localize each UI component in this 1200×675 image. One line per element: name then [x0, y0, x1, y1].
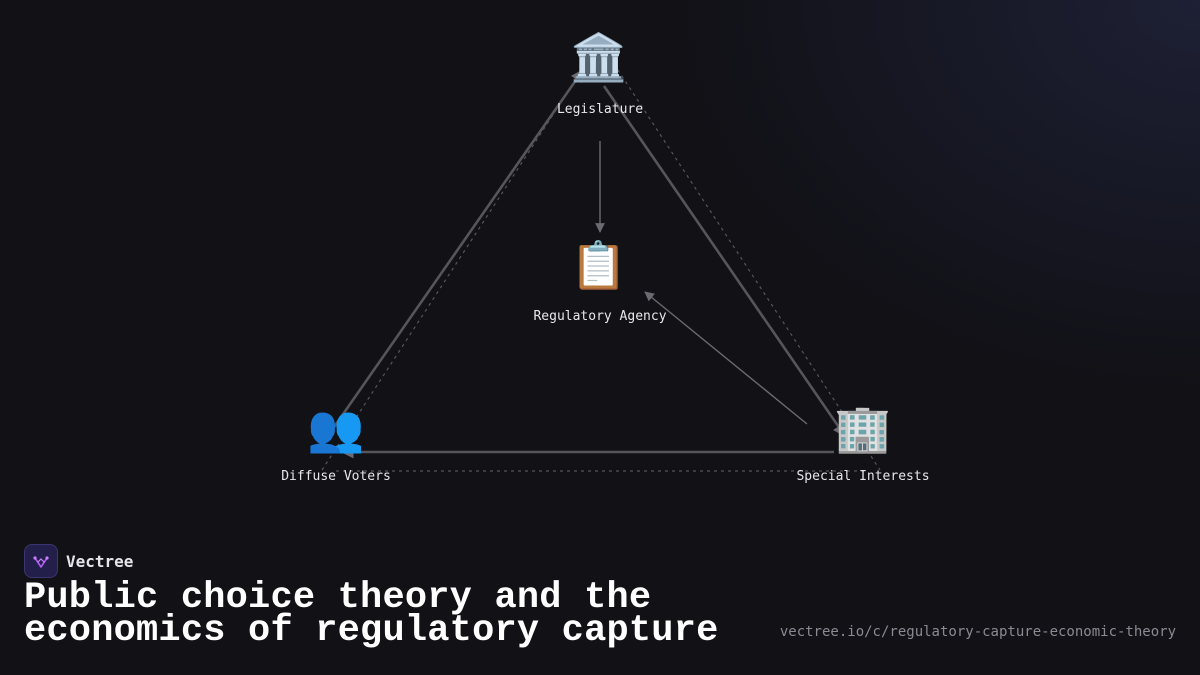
brand: Vectree — [24, 544, 133, 578]
people-icon: 👥 — [307, 401, 365, 455]
source-url: vectree.io/c/regulatory-capture-economic… — [779, 624, 1176, 640]
edge-interests-agency — [644, 291, 808, 425]
vectree-logo-mark — [33, 556, 49, 568]
legislature-icon: 🏛️ — [570, 30, 628, 84]
brand-name: Vectree — [66, 551, 134, 571]
clipboard-icon: 📋 — [570, 238, 628, 292]
edge-legislature-interests — [602, 85, 847, 438]
node-label-legislature: Legislature — [556, 102, 644, 117]
vectree-logo-icon — [24, 544, 58, 578]
node-label-regulatory-agency: Regulatory Agency — [533, 309, 667, 324]
edge-voters-legislature — [330, 68, 585, 431]
node-label-diffuse-voters: Diffuse Voters — [281, 469, 391, 484]
node-label-special-interests: Special Interests — [796, 469, 930, 484]
office-building-icon: 🏢 — [834, 401, 892, 455]
page-title: Public choice theory and the economics o… — [24, 577, 719, 652]
